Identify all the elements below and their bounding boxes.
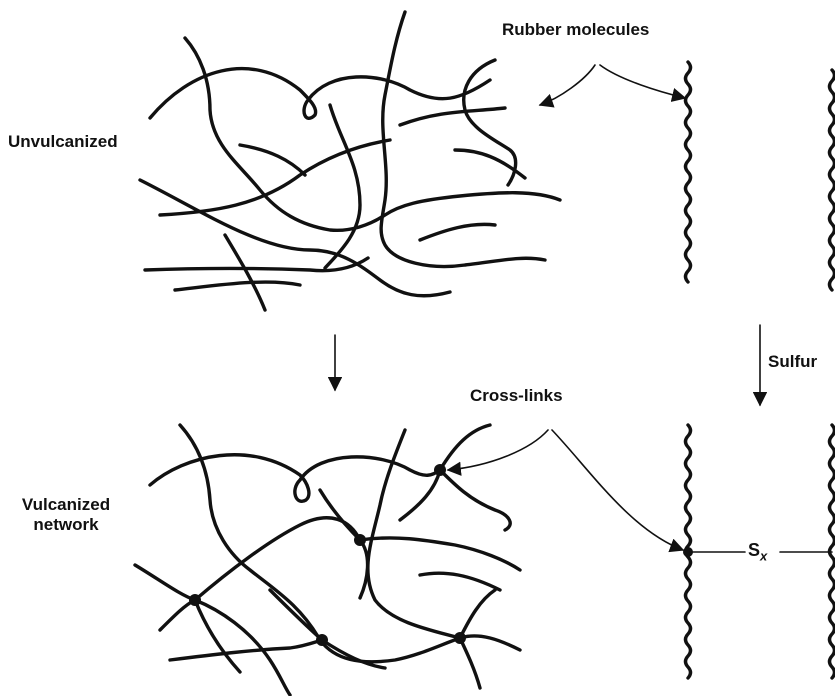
sulfur-bridge-label: Sx <box>748 540 767 567</box>
unvulcanized-tangle <box>140 12 560 310</box>
cross-links-arrow-right <box>552 430 683 550</box>
rubber-chain <box>400 108 505 125</box>
rubber-chain <box>150 455 440 502</box>
sulfur-label: Sulfur <box>768 352 817 372</box>
rubber-chain <box>170 640 322 660</box>
rubber-chain <box>460 638 480 688</box>
vulcanized-label-line2: network <box>6 515 126 535</box>
rubber-chain <box>175 282 300 290</box>
vulcanized-network-label: Vulcanized network <box>6 495 126 535</box>
cross-link-node <box>454 632 466 644</box>
rubber-chain <box>381 12 545 266</box>
rubber-chain <box>322 640 385 668</box>
rubber-chain <box>225 235 265 310</box>
arrows <box>335 65 760 550</box>
sulfur-symbol: S <box>748 540 760 560</box>
rubber-chain <box>160 518 360 630</box>
rubber-chain <box>400 470 440 520</box>
rubber-molecules-arrow-left <box>540 65 595 105</box>
rubber-chain <box>240 145 305 175</box>
cross-link-node <box>316 634 328 646</box>
rubber-chain <box>180 425 520 662</box>
cross-link-node <box>354 534 366 546</box>
unvulcanized-label: Unvulcanized <box>8 132 118 152</box>
rubber-chain <box>185 38 560 230</box>
rubber-chain <box>270 590 322 640</box>
rubber-chain <box>150 69 490 119</box>
rubber-chain <box>360 538 520 570</box>
rubber-chain <box>440 470 510 530</box>
vulcanized-label-line1: Vulcanized <box>6 495 126 515</box>
rubber-chain <box>460 590 495 638</box>
sulfur-subscript: x <box>760 549 767 564</box>
rubber-chain <box>420 224 495 240</box>
rubber-chain <box>140 180 450 296</box>
rubber-molecules-arrow-right <box>600 65 685 98</box>
wavy-chain-top-left <box>686 62 691 282</box>
cross-link-node <box>434 464 446 476</box>
cross-links-label: Cross-links <box>470 386 563 406</box>
cross-link-node <box>189 594 201 606</box>
wavy-chain-top-right <box>830 70 835 290</box>
vulcanized-network <box>135 425 520 695</box>
rubber-chain <box>325 105 360 268</box>
rubber-molecules-label: Rubber molecules <box>502 20 649 40</box>
cross-links-arrow-left <box>448 430 548 470</box>
rubber-chain <box>420 573 500 590</box>
